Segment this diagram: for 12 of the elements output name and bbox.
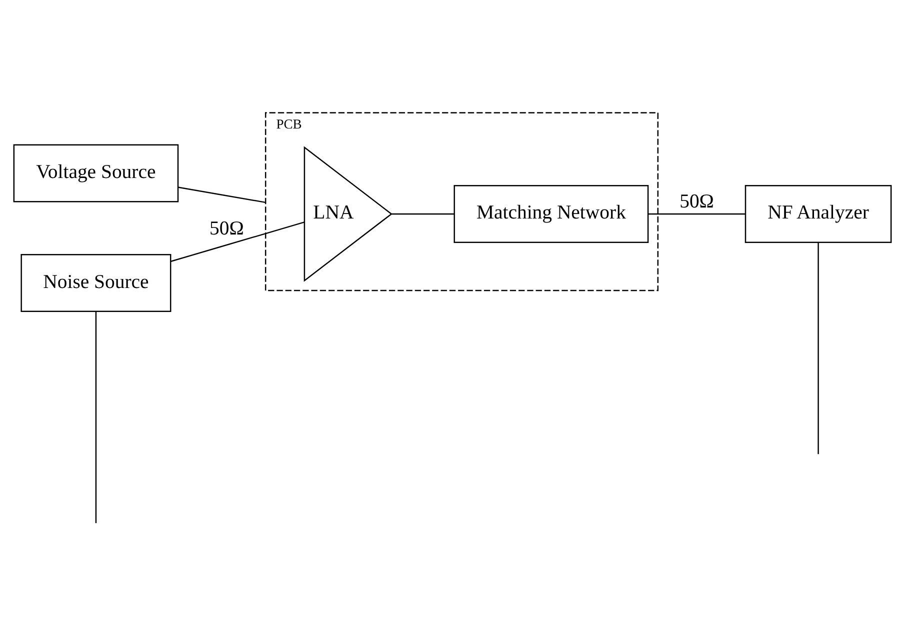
node-box: Noise Source (20, 254, 172, 312)
node-box: Matching Network (454, 184, 649, 243)
edge-label: 50Ω (210, 218, 244, 240)
connector (648, 213, 746, 215)
node-box: NF Analyzer (744, 184, 892, 243)
connector (392, 213, 454, 215)
edge-label: 50Ω (680, 190, 714, 213)
connector (95, 312, 97, 524)
connector (170, 222, 304, 262)
node-box: Voltage Source (13, 144, 179, 202)
connector (818, 242, 819, 454)
connector (178, 186, 266, 204)
